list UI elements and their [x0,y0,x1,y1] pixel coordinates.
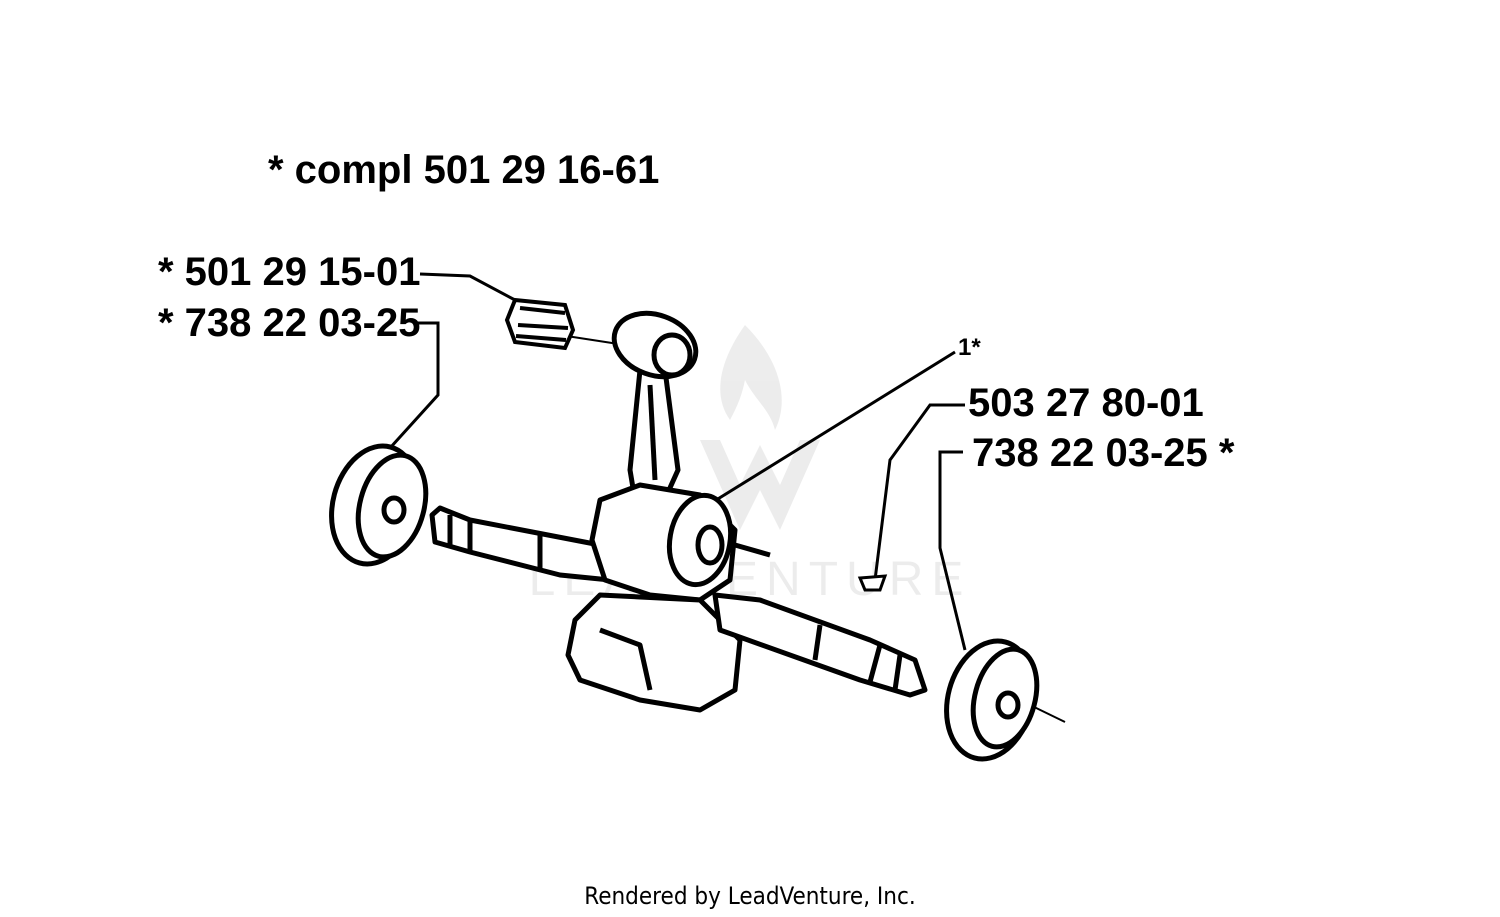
leader-needle-bearing [419,272,516,302]
callout-needle-bearing: * 501 29 15-01 [158,250,420,294]
footer-credit: Rendered by LeadVenture, Inc. [584,882,915,910]
crankshaft [429,310,928,713]
woodruff-key [857,574,888,592]
right-ball-bearing [944,638,1040,762]
callout-left-bearing: * 738 22 03-25 [158,301,420,345]
leader-right-bearing [938,450,967,651]
callout-right-bearing: 738 22 03-25 * [972,431,1235,475]
callout-woodruff-key: 503 27 80-01 [968,381,1204,425]
leader-lines [388,272,967,651]
callout-crankshaft: 1* [958,334,981,361]
leader-woodruff-key [873,403,965,581]
left-ball-bearing [329,443,429,567]
leader-crankshaft [699,350,956,512]
leader-left-bearing [388,321,440,450]
needle-bearing [504,297,576,351]
assembly-title: * compl 501 29 16-61 [268,148,659,192]
